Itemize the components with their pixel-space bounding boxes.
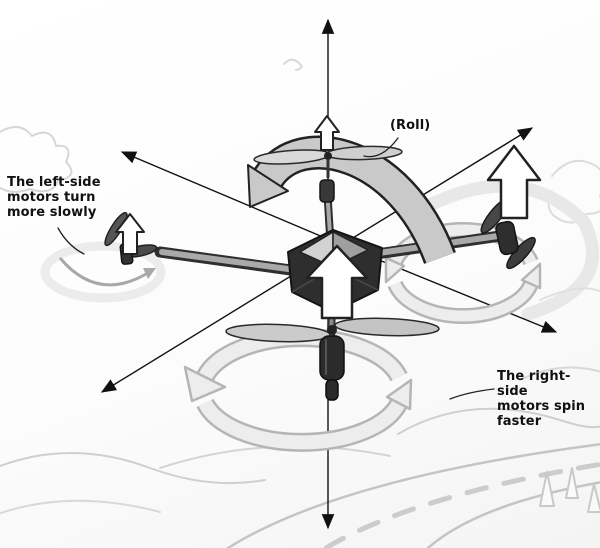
road-edge-left bbox=[226, 443, 600, 548]
bottom-rotor bbox=[225, 317, 440, 401]
right-motor bbox=[495, 220, 519, 256]
rear-spin-bottom-arc-fill bbox=[198, 399, 406, 450]
bottom-motor bbox=[319, 335, 345, 381]
top-thrust-arrow bbox=[314, 115, 340, 151]
bottom-propeller-blade-left bbox=[225, 323, 331, 343]
left-label-leader bbox=[57, 227, 85, 255]
hill-far-right bbox=[519, 366, 600, 381]
bottom-motor-tip bbox=[325, 379, 339, 401]
cloud-right bbox=[547, 159, 600, 224]
road-center-dashes bbox=[323, 461, 600, 548]
bottom-propeller-hub bbox=[327, 325, 337, 335]
left-arm-highlight bbox=[159, 249, 306, 274]
background-swirl-right bbox=[417, 179, 599, 321]
ridge-far-right bbox=[539, 287, 600, 301]
background-swirl-left bbox=[40, 241, 166, 303]
label-right-motors: The right-side motors spin faster bbox=[497, 369, 586, 429]
bottom-propeller-blade-right bbox=[334, 317, 440, 337]
roll-label-leader bbox=[363, 137, 399, 158]
thrust-arrows bbox=[115, 115, 542, 320]
left-spin-arc bbox=[58, 257, 147, 287]
axis-nw bbox=[120, 151, 331, 241]
right-spin-bottom-arc-fill bbox=[389, 281, 537, 322]
center-thrust-arrow bbox=[305, 244, 369, 320]
top-propeller-hub bbox=[324, 152, 332, 160]
trees bbox=[539, 467, 600, 513]
cloud-left bbox=[0, 126, 73, 193]
left-spin-arrow bbox=[58, 257, 156, 287]
background-sketch bbox=[0, 58, 600, 548]
top-rotor bbox=[253, 145, 403, 203]
label-roll: (Roll) bbox=[390, 118, 431, 133]
roll-arrowhead bbox=[247, 164, 289, 208]
label-leaders bbox=[57, 137, 495, 400]
cloud-scribble bbox=[283, 58, 303, 71]
hill-right bbox=[397, 407, 600, 435]
right-label-leader bbox=[449, 388, 495, 400]
rear-spin-arrowhead-right bbox=[385, 378, 413, 411]
label-left-motors: The left-side motors turn more slowly bbox=[7, 175, 101, 220]
left-thrust-arrow bbox=[115, 213, 145, 255]
hill-left bbox=[0, 452, 266, 485]
left-spin-arrowhead bbox=[143, 268, 156, 279]
axis-ne bbox=[329, 127, 534, 253]
right-spin-arrowhead-left bbox=[384, 256, 406, 284]
drone bbox=[104, 182, 536, 401]
right-spin-arrowhead-right bbox=[520, 262, 542, 290]
right-thrust-arrow bbox=[486, 144, 542, 220]
rear-spin-arrow bbox=[183, 328, 413, 452]
rear-spin-arrowhead-left bbox=[183, 365, 227, 403]
hill-left-lower bbox=[0, 499, 161, 515]
top-motor bbox=[319, 179, 335, 203]
